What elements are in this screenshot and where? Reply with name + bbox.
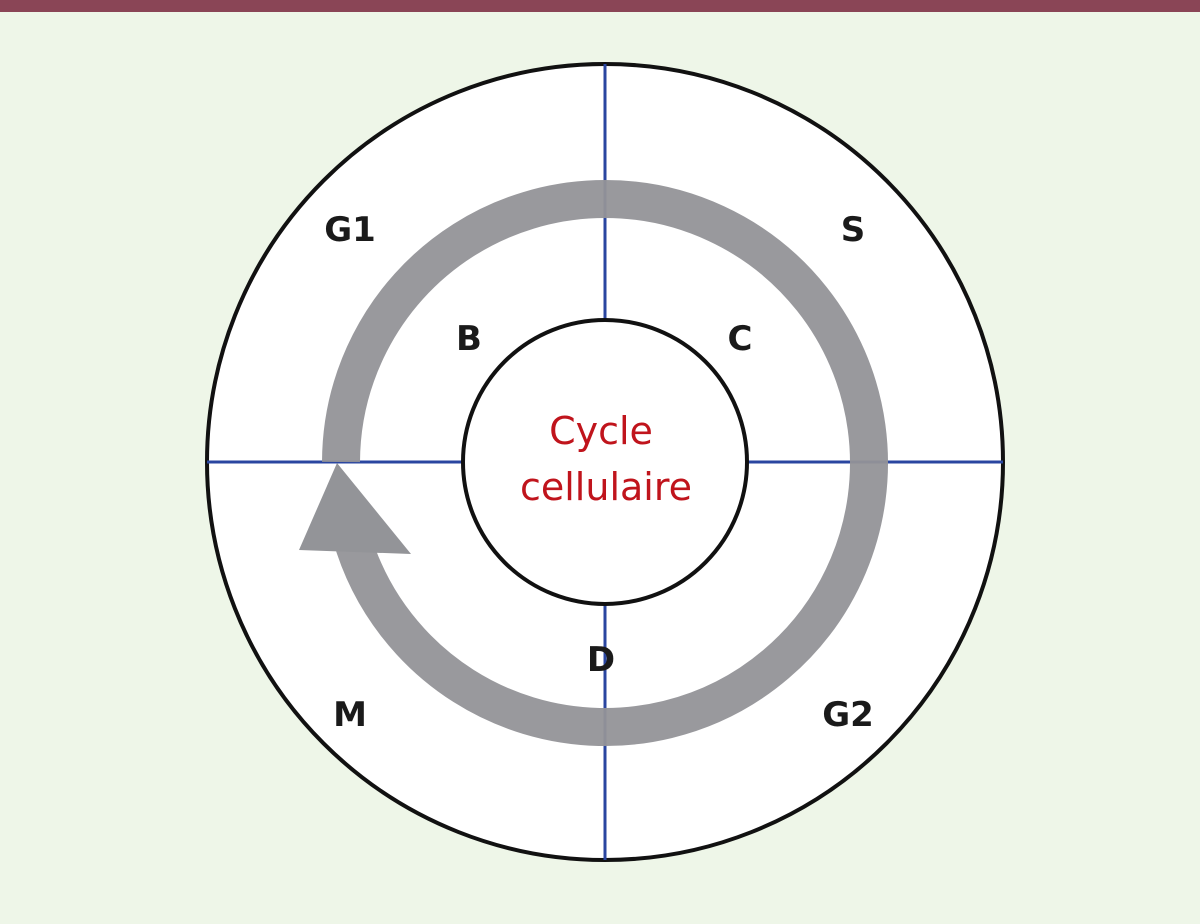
center-title-line1: Cycle	[549, 409, 653, 453]
center-title-line2: cellulaire	[520, 465, 692, 509]
inner-label-c: C	[728, 319, 753, 359]
phase-label-s: S	[841, 210, 866, 250]
phase-label-m: M	[333, 695, 367, 735]
cycle-arrowhead	[299, 463, 411, 554]
inner-label-d: D	[587, 640, 615, 680]
phase-label-g1: G1	[324, 210, 376, 250]
inner-label-b: B	[456, 319, 482, 359]
phase-label-g2: G2	[822, 695, 874, 735]
cycle-arrow-ring	[322, 180, 888, 746]
top-band	[0, 0, 1200, 12]
inner-circle	[461, 318, 749, 606]
